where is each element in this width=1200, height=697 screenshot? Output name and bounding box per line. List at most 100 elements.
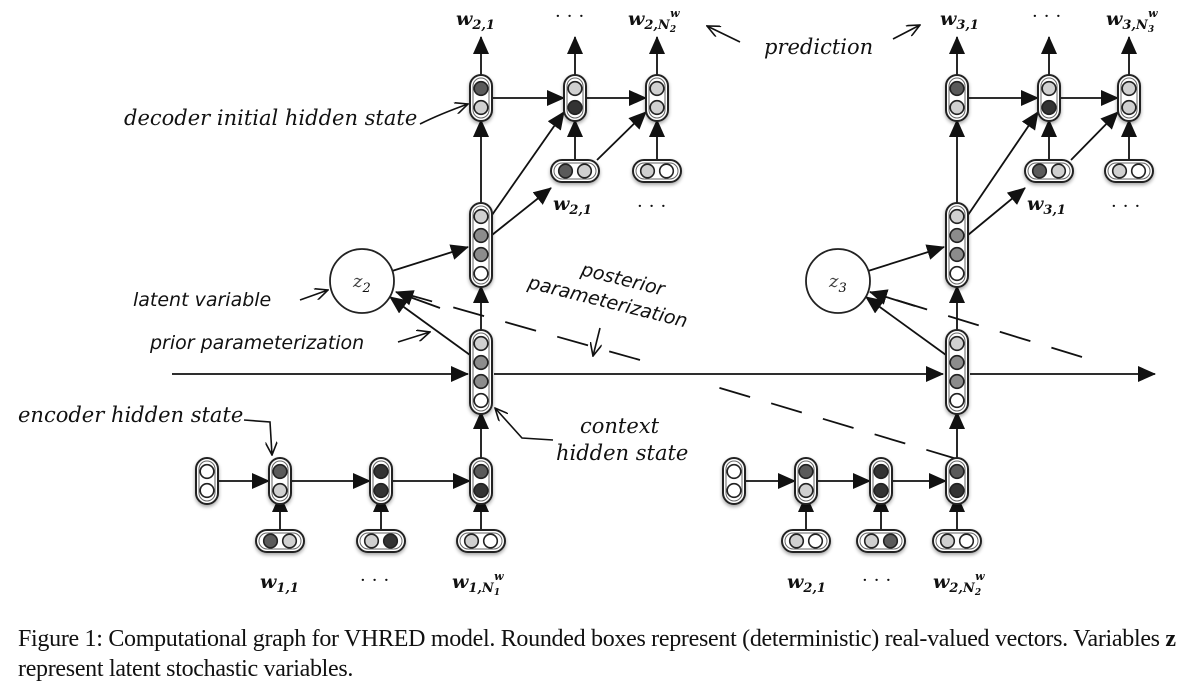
vector-unit	[949, 227, 965, 244]
embedding-unit	[939, 533, 956, 549]
embedding-unit	[863, 533, 880, 549]
encoder-2-initial-state	[722, 457, 746, 505]
vector-box-inner	[472, 332, 490, 412]
context-hidden-state-1	[469, 329, 493, 415]
embedding-unit	[576, 163, 593, 179]
embedding-box-inner	[359, 532, 403, 550]
vector-unit	[798, 463, 814, 480]
vector-unit	[949, 246, 965, 263]
vector-unit	[873, 482, 889, 499]
vector-unit	[949, 80, 965, 97]
embedding-box-inner	[1107, 162, 1151, 180]
decoder-3-hidden-state	[1037, 74, 1061, 122]
encoder-2-hidden-state	[794, 457, 818, 505]
vector-box-inner	[948, 332, 966, 412]
word-label-dots-top-2: ···	[555, 6, 590, 27]
context-hidden-state-2	[945, 329, 969, 415]
vector-unit	[473, 482, 489, 499]
vector-unit	[726, 482, 742, 499]
vector-box-inner	[566, 77, 584, 119]
edges	[172, 25, 1156, 530]
prior-arrow	[389, 296, 471, 356]
word-label-w3-1-decoder-input: w3,1	[1027, 193, 1066, 218]
vector-unit	[567, 80, 583, 97]
vector-unit	[949, 99, 965, 116]
latent-variable-z2	[329, 248, 395, 314]
embedding-unit	[882, 533, 899, 549]
label-context-hidden-state: hidden state	[556, 441, 688, 465]
vector-unit	[1041, 80, 1057, 97]
vector-unit	[949, 354, 965, 371]
encoder-2-hidden-state	[869, 457, 893, 505]
word-label-w2-1-bottom: w2,1	[787, 571, 826, 596]
encoder-1-hidden-state	[369, 457, 393, 505]
vector-unit	[798, 482, 814, 499]
embedding-box-inner	[258, 532, 302, 550]
vector-unit	[1121, 80, 1137, 97]
vector-unit	[473, 99, 489, 116]
embedding-unit	[639, 163, 656, 179]
embedding-box-inner	[935, 532, 979, 550]
word-label-w1-N-bottom: w1,N1w	[452, 570, 504, 598]
caption-prefix: Figure 1: Computational graph for VHRED …	[18, 626, 1166, 652]
word-label-w2-N-bottom: w2,N2w	[933, 570, 985, 598]
word-label-w2-1-decoder-input: w2,1	[553, 193, 592, 218]
vector-unit	[949, 208, 965, 225]
vector-unit	[473, 463, 489, 480]
embedding-unit	[363, 533, 380, 549]
word-label-w2-1-top: w2,1	[456, 8, 495, 33]
encoder-2-word-embedding	[932, 529, 982, 553]
vector-unit	[473, 208, 489, 225]
posterior-parameterization-pointer	[593, 327, 600, 356]
vector-box-inner	[872, 460, 890, 502]
label-decoder-initial-hidden-state: decoder initial hidden state	[124, 106, 417, 130]
encoder-2-word-embedding	[856, 529, 906, 553]
embedding-box-inner	[635, 162, 679, 180]
label-context: context	[580, 414, 660, 438]
vector-unit	[272, 463, 288, 480]
prior-arrow	[865, 296, 947, 356]
prediction-pointer-right	[892, 25, 920, 40]
vector-unit	[949, 335, 965, 352]
prior-parameterization-pointer	[397, 332, 430, 343]
vector-unit	[567, 99, 583, 116]
labels: decoder initial hidden state latent vari…	[18, 6, 1158, 598]
embedding-box-inner	[784, 532, 828, 550]
vector-box-inner	[648, 77, 666, 119]
word-label-dots-top-3: ···	[1032, 6, 1067, 27]
vector-unit	[873, 463, 889, 480]
word-label-w2-N-top: w2,N2w	[628, 7, 680, 35]
vector-unit	[473, 392, 489, 409]
embedding-box-inner	[553, 162, 597, 180]
encoder-1-hidden-state	[268, 457, 292, 505]
decoder-3-hidden-state	[1117, 74, 1141, 122]
embedding-unit	[1050, 163, 1067, 179]
vector-unit	[199, 482, 215, 499]
word-label-dots-decoder-3: ···	[1111, 196, 1146, 217]
vector-box-inner	[725, 460, 743, 502]
vector-box	[945, 202, 969, 288]
label-prediction: prediction	[764, 35, 873, 59]
latent-variable-z3	[805, 248, 871, 314]
embedding-unit	[658, 163, 675, 179]
caption-suffix: represent latent stochastic variables.	[18, 656, 354, 682]
figure-caption: Figure 1: Computational graph for VHRED …	[18, 624, 1188, 684]
embedding-unit	[557, 163, 574, 179]
encoder-1-initial-state	[195, 457, 219, 505]
encoder-hidden-state-pointer	[243, 419, 272, 455]
embedding-unit	[281, 533, 298, 549]
decoder-3-context-feed-arrow	[967, 111, 1039, 216]
vector-unit	[473, 246, 489, 263]
embedding-unit	[1111, 163, 1128, 179]
label-prior-parameterization: prior parameterization	[149, 332, 364, 354]
embedding-box-inner	[1027, 162, 1071, 180]
vector-unit	[949, 373, 965, 390]
vector-unit	[949, 392, 965, 409]
embedding-unit	[382, 533, 399, 549]
vector-unit	[1041, 99, 1057, 116]
z-to-decoder-arrow	[391, 244, 469, 272]
vhred-computational-graph: decoder initial hidden state latent vari…	[18, 6, 1158, 598]
decoder-2-hidden-state	[645, 74, 669, 122]
decoder-initial-hidden-state-pointer	[419, 104, 468, 125]
decoder-2-context-feed-arrow	[491, 111, 565, 216]
